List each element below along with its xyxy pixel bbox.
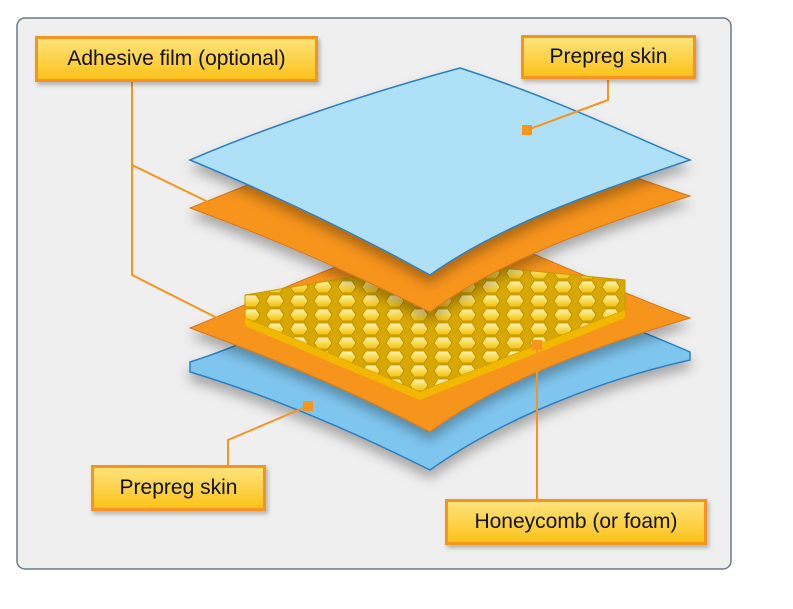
leader-markers (231, 125, 542, 411)
top-prepreg-skin (188, 67, 693, 276)
prepreg-skin-bottom-label: Prepreg skin (91, 465, 266, 511)
honeycomb-label: Honeycomb (or foam) (445, 499, 707, 545)
prepreg-skin-top-label: Prepreg skin (521, 35, 696, 79)
leader-lines (131, 80, 609, 500)
adhesive-film-label: Adhesive film (optional) (35, 36, 318, 82)
